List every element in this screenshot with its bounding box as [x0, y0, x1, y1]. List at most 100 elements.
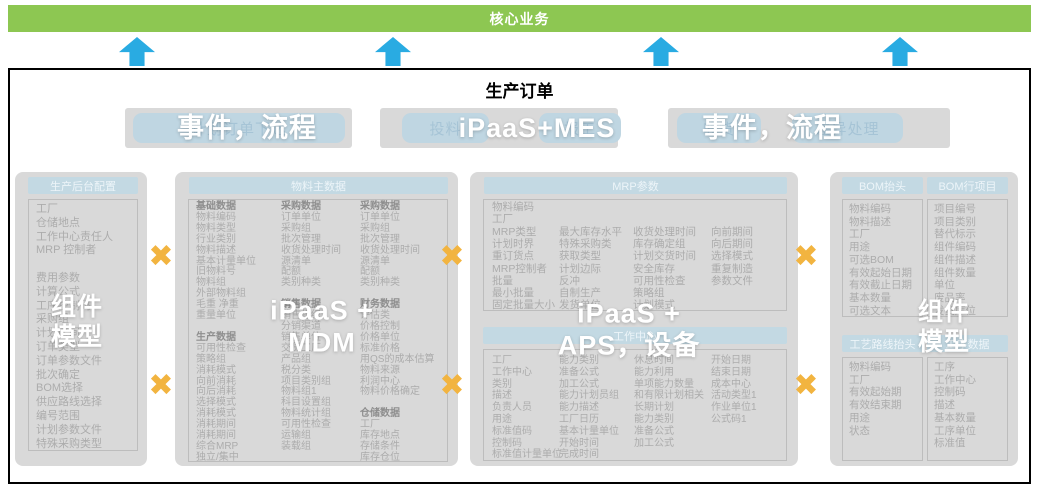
list-item: 物料编码: [492, 201, 534, 213]
list-item: 工序: [934, 361, 955, 373]
material-col-purchasing-1: 采购数据订单单位采购组批次管理收货处理时间源清单配额类别种类 销售数据销售组织分…: [281, 201, 359, 453]
list-item: 重量单位: [196, 310, 236, 322]
list-item: 安全库存: [633, 262, 675, 275]
list-item: 物料编码: [849, 203, 891, 215]
list-item: 完成时间: [559, 449, 599, 461]
connector-x-icon: ✖: [148, 369, 174, 402]
list-item: 休息时间: [634, 355, 674, 366]
connector-x-icon: ✖: [148, 240, 174, 273]
list-item: 源清单: [360, 255, 390, 267]
list-item: 可选文本: [849, 304, 891, 317]
list-item: MRP控制者: [492, 262, 547, 275]
list-routing: 物料编码工厂有效起始期有效结束期用途状态: [842, 357, 923, 461]
list-item: 费用参数: [36, 271, 80, 284]
list-item: 计划区间: [36, 327, 80, 340]
list-item: 计划参数文件: [36, 423, 102, 436]
list-item: 反冲: [559, 274, 580, 287]
list-item: 运输组: [281, 430, 311, 442]
list-item: 科目设置组: [281, 397, 331, 409]
list-item: MRP 控制者: [36, 244, 97, 257]
list-item: 组件数量: [934, 266, 976, 279]
list-item: 配额: [360, 266, 380, 278]
list-item: 编号范围: [36, 409, 80, 422]
panel-header-backend-config: 生产后台配置: [28, 177, 138, 194]
list-item: 物料来源: [360, 364, 400, 376]
pill-goods-receipt: 收货: [677, 113, 761, 143]
list-item: 最大库存水平: [559, 226, 622, 238]
list-item: 和有限计划相关: [634, 390, 704, 402]
list-item: 标准值: [934, 437, 966, 450]
list-item: 独立/集中: [196, 451, 239, 463]
list-item: 收货处理时间: [281, 244, 341, 256]
list-item: 参数文件: [711, 274, 753, 287]
overlay-ipaas-mdm: iPaaS + MDM: [270, 295, 374, 358]
list-item: 单项能力数量: [634, 378, 694, 390]
list-item: 采购组: [360, 222, 390, 234]
list-item: 废品率: [934, 291, 966, 304]
pill-variance-handling: 差异处理: [792, 113, 903, 143]
list-item: 订单单位: [281, 211, 321, 223]
list-item: 能力计划员组: [559, 390, 619, 402]
list-item: 产品组: [281, 353, 311, 365]
list-item: 销售组织: [281, 310, 321, 322]
list-item: 活动类型1: [711, 390, 757, 402]
list-item: 装载组: [281, 440, 311, 452]
overlay-ipaas-aps: iPaaS + APS，设备: [557, 298, 701, 361]
list-item: 项目类别组: [281, 375, 331, 387]
connector-x-icon: ✖: [439, 240, 465, 273]
list-item: 能力类别: [559, 355, 599, 366]
list-item: 利润中心: [360, 375, 400, 387]
panel-material-master: [175, 172, 458, 466]
list-item: 基本计量单位: [559, 425, 619, 437]
list-item: 开始时间: [559, 437, 599, 449]
list-item: 价格单位: [360, 331, 400, 343]
list-item: 批次管理: [360, 233, 400, 245]
list-item: 税分类: [281, 364, 311, 376]
list-item: 有效截止日期: [849, 279, 912, 292]
list-item: 物料类型: [196, 222, 236, 234]
list-item: 加工公式: [634, 437, 674, 449]
list-item: 存储条件: [360, 440, 400, 452]
list-item: 计划时界: [492, 238, 534, 251]
mrp-box: [483, 199, 787, 311]
overlay-ipaas-mes: iPaaS+MES: [458, 112, 616, 143]
list-item: 批量: [492, 274, 513, 287]
list-item: 有效结束期: [849, 399, 902, 412]
list-item: 作业单位1: [711, 402, 757, 414]
list-item: 采购数据: [360, 201, 400, 212]
list-item: 可选BOM: [849, 253, 894, 266]
mrp-col-b: 最大库存水平特殊采购类获取类型计划边际反冲自制生产发货单位: [559, 226, 631, 311]
list-item: 替代标示: [934, 228, 976, 241]
up-arrow-icon-3: [643, 37, 679, 66]
list-item: 成本中心: [711, 378, 751, 390]
material-col-purchasing-2: 采购数据订单单位采购组批次管理收货处理时间源清单配额类别种类 财务数据评估类价格…: [360, 201, 446, 464]
list-item: 发货单位: [559, 299, 601, 312]
list-item: 物料编码: [849, 361, 891, 373]
list-item: 销售单位: [281, 331, 321, 343]
panel-header-material-master: 物料主数据: [189, 177, 448, 194]
panel-header-mrp: MRP参数: [484, 177, 787, 194]
list-item: [36, 258, 137, 272]
list-item: 价格控制: [360, 320, 400, 332]
list-item: 自制生产: [559, 287, 601, 300]
list-item: 工厂: [492, 213, 513, 226]
list-item: 分销渠道: [281, 320, 321, 332]
overlay-component-model-left: 组件 模型: [50, 293, 104, 351]
list-item: 销售数据: [281, 299, 321, 311]
mrp-lead-lines: 物料编码工厂: [492, 201, 534, 225]
list-item: 获取类型: [559, 250, 601, 263]
list-item: 采购组: [281, 222, 311, 234]
list-item: 控制码: [934, 386, 966, 399]
list-operation: 工序工作中心控制码描述基本数量工序单位标准值: [927, 357, 1008, 461]
list-item: 公式码1: [711, 413, 747, 425]
list-item: 标准价格: [360, 342, 400, 354]
list-item: 消耗模式: [196, 364, 236, 376]
list-item: 批次管理: [281, 233, 321, 245]
list-item: 类别种类: [281, 277, 321, 289]
list-item: 可用性检查: [633, 274, 686, 287]
panel-bom-routing: [830, 172, 1018, 466]
overlay-event-flow-right: 事件，流程: [702, 112, 842, 143]
pill-plan-order-release: 计划订单下达: [133, 113, 345, 143]
